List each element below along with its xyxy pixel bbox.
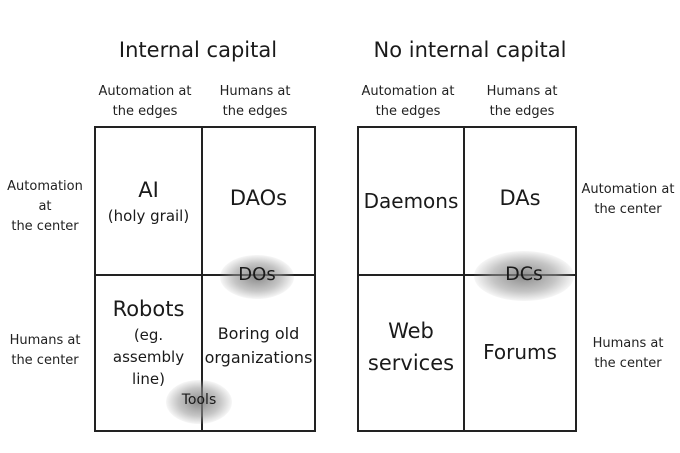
cell-ai-sublabel: (holy grail)	[107, 207, 190, 225]
left-col-header-humans: Humans at the edges	[219, 84, 291, 119]
cell-das-label: DAs	[499, 186, 541, 210]
left-row-header-automation: Automation at the center	[7, 179, 83, 234]
cell-robots-sublabel: (eg. assembly line)	[112, 326, 185, 388]
dos-highlight	[220, 255, 294, 299]
left-cell-bottom-left: Robots (eg. assembly line)	[96, 282, 201, 402]
tools-label: Tools	[181, 392, 217, 408]
cell-web-services-label: Web services	[367, 319, 455, 375]
dcs-highlight	[474, 251, 574, 301]
cell-ai-label: AI	[138, 178, 159, 202]
right-row-header-humans: Humans at the center	[592, 336, 664, 371]
right-cell-bottom-left: Web services	[359, 282, 463, 412]
left-row-header-humans: Humans at the center	[9, 333, 81, 368]
left-cell-top-left: AI (holy grail)	[96, 128, 201, 274]
cell-daemons-label: Daemons	[363, 189, 459, 213]
left-matrix	[94, 126, 316, 432]
right-cell-bottom-right: Forums	[465, 282, 575, 422]
cell-boring-orgs-label: Boring old organizations	[204, 324, 313, 367]
right-cell-top-left: Daemons	[359, 128, 463, 274]
dos-label: DOs	[238, 264, 276, 285]
right-matrix	[357, 126, 577, 432]
right-col-header-humans: Humans at the edges	[486, 84, 558, 119]
dcs-label: DCs	[505, 263, 543, 285]
right-cell-top-right: DAs	[465, 128, 575, 268]
right-col-header-automation: Automation at the edges	[361, 84, 455, 119]
cell-robots-label: Robots	[112, 297, 185, 321]
left-col-header-automation: Automation at the edges	[98, 84, 192, 119]
cell-daos-label: DAOs	[229, 186, 288, 210]
right-title: No internal capital	[373, 38, 567, 62]
left-cell-bottom-right: Boring old organizations	[203, 290, 314, 402]
left-cell-top-right: DAOs	[203, 128, 314, 268]
tools-highlight	[166, 380, 232, 424]
left-title: Internal capital	[118, 38, 278, 62]
right-matrix-vertical-divider	[463, 126, 465, 432]
right-row-header-automation: Automation at the center	[581, 182, 675, 217]
left-matrix-vertical-divider	[201, 126, 203, 432]
left-matrix-horizontal-divider	[94, 274, 316, 276]
right-matrix-horizontal-divider	[357, 274, 577, 276]
cell-forums-label: Forums	[483, 340, 557, 364]
